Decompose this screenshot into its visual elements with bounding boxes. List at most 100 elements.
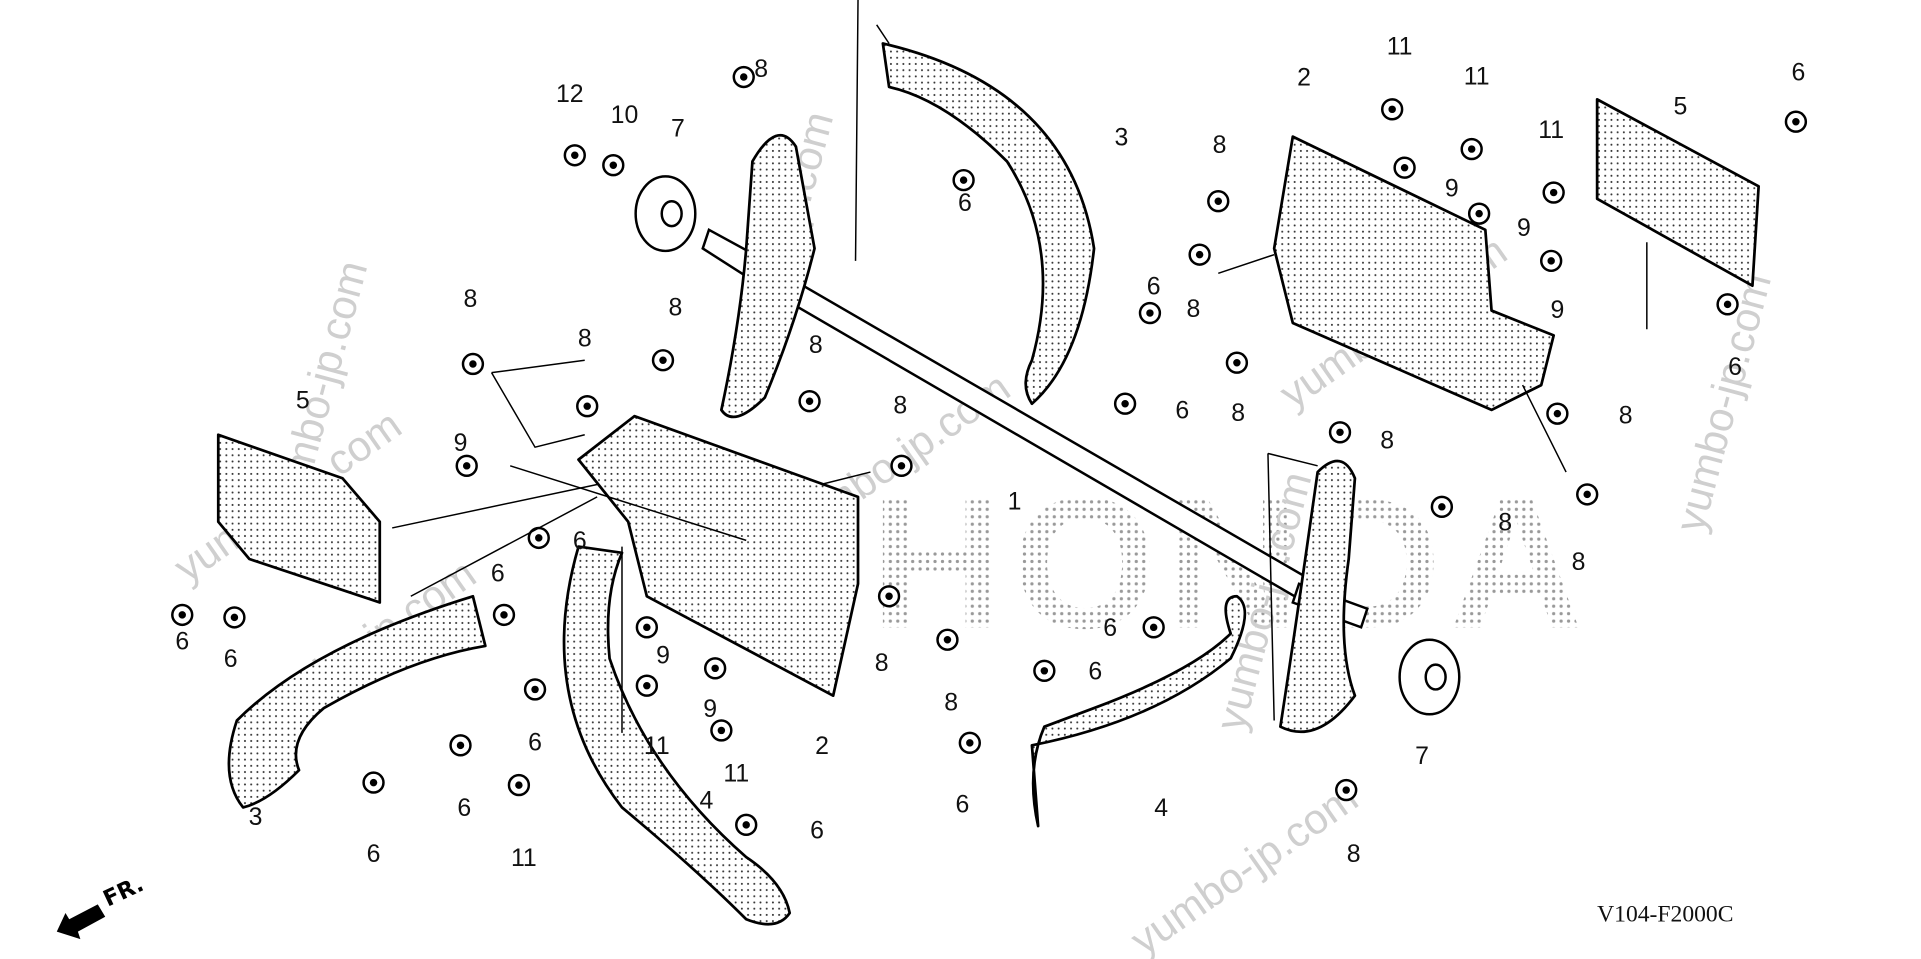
bolt-icon — [890, 454, 913, 478]
arrow-icon — [56, 904, 106, 940]
bolt-icon — [732, 65, 755, 89]
auger-hub-left — [720, 134, 816, 419]
callout-number: 8 — [754, 56, 768, 83]
bolt-icon — [1546, 402, 1569, 425]
callout-number: 8 — [1380, 427, 1394, 454]
bolt-icon — [1113, 392, 1137, 415]
bolt-icon — [1784, 110, 1808, 133]
bolt-icon — [651, 349, 675, 372]
callout-number: 8 — [1347, 841, 1361, 868]
callout-number: 10 — [611, 102, 639, 129]
callout-number: 8 — [809, 332, 823, 359]
brand-watermark: HONDA — [870, 459, 1590, 667]
callout-number: 6 — [958, 190, 972, 217]
bolt-icon — [877, 585, 901, 608]
callout-number: 6 — [1175, 398, 1189, 425]
bolt-icon — [1207, 190, 1230, 213]
bolt-icon — [1142, 616, 1165, 639]
callout-number: 9 — [454, 430, 468, 457]
callout-number: 6 — [1791, 60, 1805, 87]
callout-number: 9 — [1517, 215, 1531, 242]
bolt-icon — [461, 352, 485, 376]
callout-number: 12 — [556, 81, 584, 108]
bolt-icon — [1393, 156, 1416, 179]
callout-number: 6 — [1103, 615, 1117, 642]
callout-number: 11 — [644, 733, 670, 760]
auger-plate-2-left — [577, 414, 860, 698]
bolt-icon — [1335, 778, 1358, 802]
callout-number: 6 — [1147, 273, 1161, 300]
callout-number: 11 — [723, 760, 749, 787]
bolt-icon — [223, 606, 246, 629]
callout-number: 11 — [1464, 63, 1490, 90]
callout-number: 8 — [1572, 549, 1586, 576]
bolt-icon — [1033, 659, 1056, 682]
callout-number: 6 — [573, 528, 587, 555]
auger-blade-4-right — [1030, 594, 1247, 828]
callout-number: 9 — [1550, 297, 1564, 324]
bolt-icon — [1138, 301, 1162, 325]
bolt-icon — [449, 734, 472, 757]
callout-number: 4 — [1154, 795, 1168, 822]
bolt-icon — [507, 773, 531, 797]
bolt-icon — [602, 154, 625, 177]
auger-blade-4-left — [562, 545, 792, 926]
callout-number: 6 — [528, 729, 542, 756]
bolt-icon — [455, 454, 478, 478]
bolt-icon — [952, 168, 975, 192]
callout-number: 5 — [296, 388, 310, 415]
bolt-icon — [703, 657, 727, 680]
leader-lines — [392, 0, 1648, 733]
callout-number: 5 — [1673, 93, 1687, 120]
auger-hub-right — [1279, 459, 1357, 734]
callout-number: 8 — [1498, 509, 1512, 536]
callout-number: 6 — [1088, 658, 1102, 685]
callout-number: 8 — [464, 286, 478, 313]
callout-number: 3 — [1114, 124, 1128, 151]
bolt-icon — [563, 144, 586, 167]
bolt-icon — [936, 628, 959, 651]
callout-number: 6 — [491, 560, 505, 587]
front-direction-marker: FR. — [56, 871, 148, 940]
fasteners — [171, 65, 1808, 837]
bolt-icon — [171, 603, 194, 627]
bolt-icon — [735, 813, 758, 837]
callout-number: 8 — [578, 326, 592, 353]
front-label: FR. — [99, 871, 148, 912]
callout-number: 2 — [815, 733, 829, 760]
callout-number: 9 — [656, 642, 670, 669]
callout-number: 6 — [224, 646, 238, 673]
bolt-icon — [1380, 98, 1404, 121]
bolt-icon — [576, 395, 599, 418]
callout-number: 4 — [700, 788, 714, 815]
callout-number: 11 — [1387, 34, 1413, 61]
callout-number: 9 — [1445, 175, 1459, 202]
callout-number: 8 — [875, 650, 889, 677]
callout-number: 8 — [669, 295, 683, 322]
callout-number: 6 — [1728, 354, 1742, 381]
callout-number: 3 — [249, 804, 263, 831]
bolt-icon — [1576, 483, 1599, 506]
callout-number: 6 — [367, 841, 381, 868]
bolt-icon — [1539, 249, 1563, 273]
callout-number: 8 — [1619, 403, 1633, 430]
auger-plate-2-right — [1272, 135, 1556, 412]
pad-5-right — [1595, 98, 1760, 288]
bearing-7-top — [634, 175, 697, 253]
callout-number: 6 — [175, 629, 189, 656]
callout-number: 11 — [1538, 117, 1564, 144]
bolt-icon — [523, 678, 547, 701]
auger-blade-3-top — [881, 42, 1096, 406]
callout-number: 8 — [944, 690, 958, 717]
callout-number: 6 — [810, 818, 824, 845]
diagram-code: V104-F2000C — [1597, 902, 1733, 928]
callout-number: 11 — [511, 845, 537, 872]
bolt-icon — [710, 719, 733, 742]
callout-number: 2 — [1297, 65, 1311, 92]
bolt-icon — [1467, 202, 1491, 225]
callout-number: 8 — [1231, 400, 1245, 427]
bearing-7-bottom — [1398, 638, 1461, 716]
